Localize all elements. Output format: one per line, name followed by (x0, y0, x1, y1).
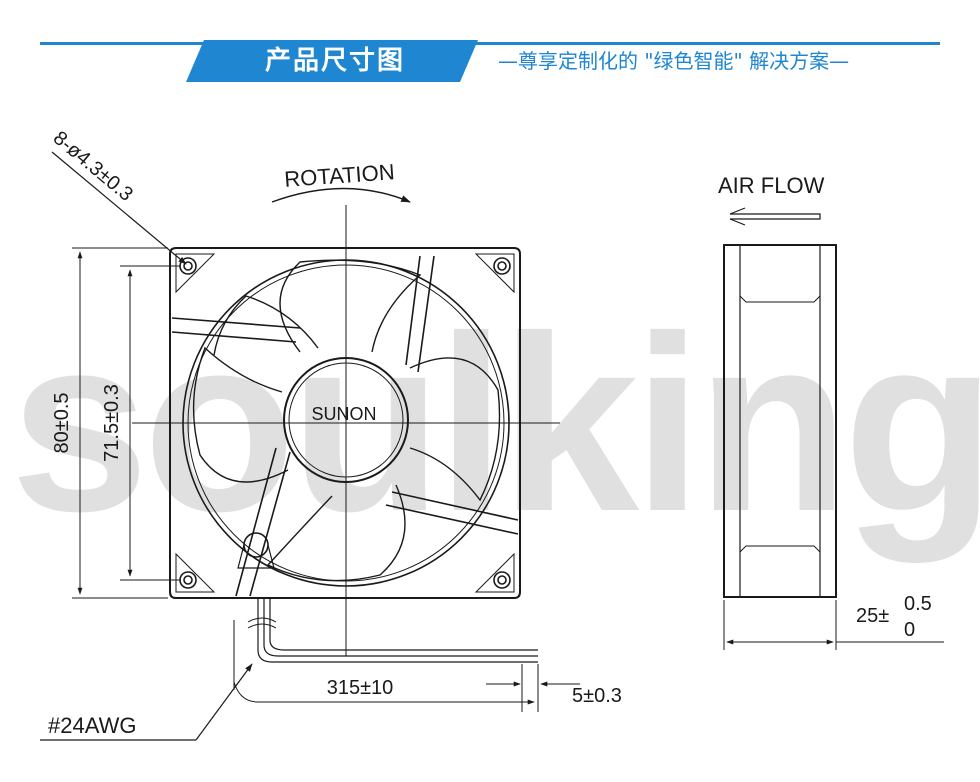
hole-pitch-label: 71.5±0.3 (101, 384, 123, 462)
airflow-arrow-icon (729, 207, 821, 226)
outer-dimension-label: 80±0.5 (51, 392, 73, 453)
thickness-dimension-line (723, 600, 944, 650)
hole-pitch-dimension-line (120, 265, 180, 581)
thickness-upper-tolerance: 0.5 (904, 593, 932, 615)
page-title: 产品尺寸图 (264, 46, 405, 76)
outer-dimension-line (72, 247, 168, 599)
thickness-base-label: 25± (856, 605, 889, 627)
strip-length-label: 5±0.3 (572, 685, 622, 707)
hole-spec-label: 8-ø4.3±0.3 (49, 127, 137, 206)
hole-leader (51, 151, 187, 265)
header-title-tab (186, 40, 478, 82)
wire-gauge-leader (40, 663, 253, 741)
brand-label: SUNON (311, 404, 376, 424)
thickness-lower-tolerance: 0 (904, 619, 915, 641)
center-lines (132, 205, 560, 656)
rotation-label: ROTATION (284, 159, 396, 192)
airflow-label: AIR FLOW (718, 173, 825, 198)
fan-blade-icon (192, 259, 501, 582)
wire-gauge-label: #24AWG (48, 713, 136, 738)
rotation-arrow-icon (271, 187, 411, 203)
header-rule (40, 42, 940, 45)
cable-length-label: 315±10 (327, 677, 394, 699)
header-slogan: —尊享定制化的 "绿色智能" 解决方案— (498, 49, 850, 73)
cable-wires (247, 598, 538, 663)
cable-length-dimension-line (233, 620, 580, 712)
fan-side-view (723, 244, 837, 598)
